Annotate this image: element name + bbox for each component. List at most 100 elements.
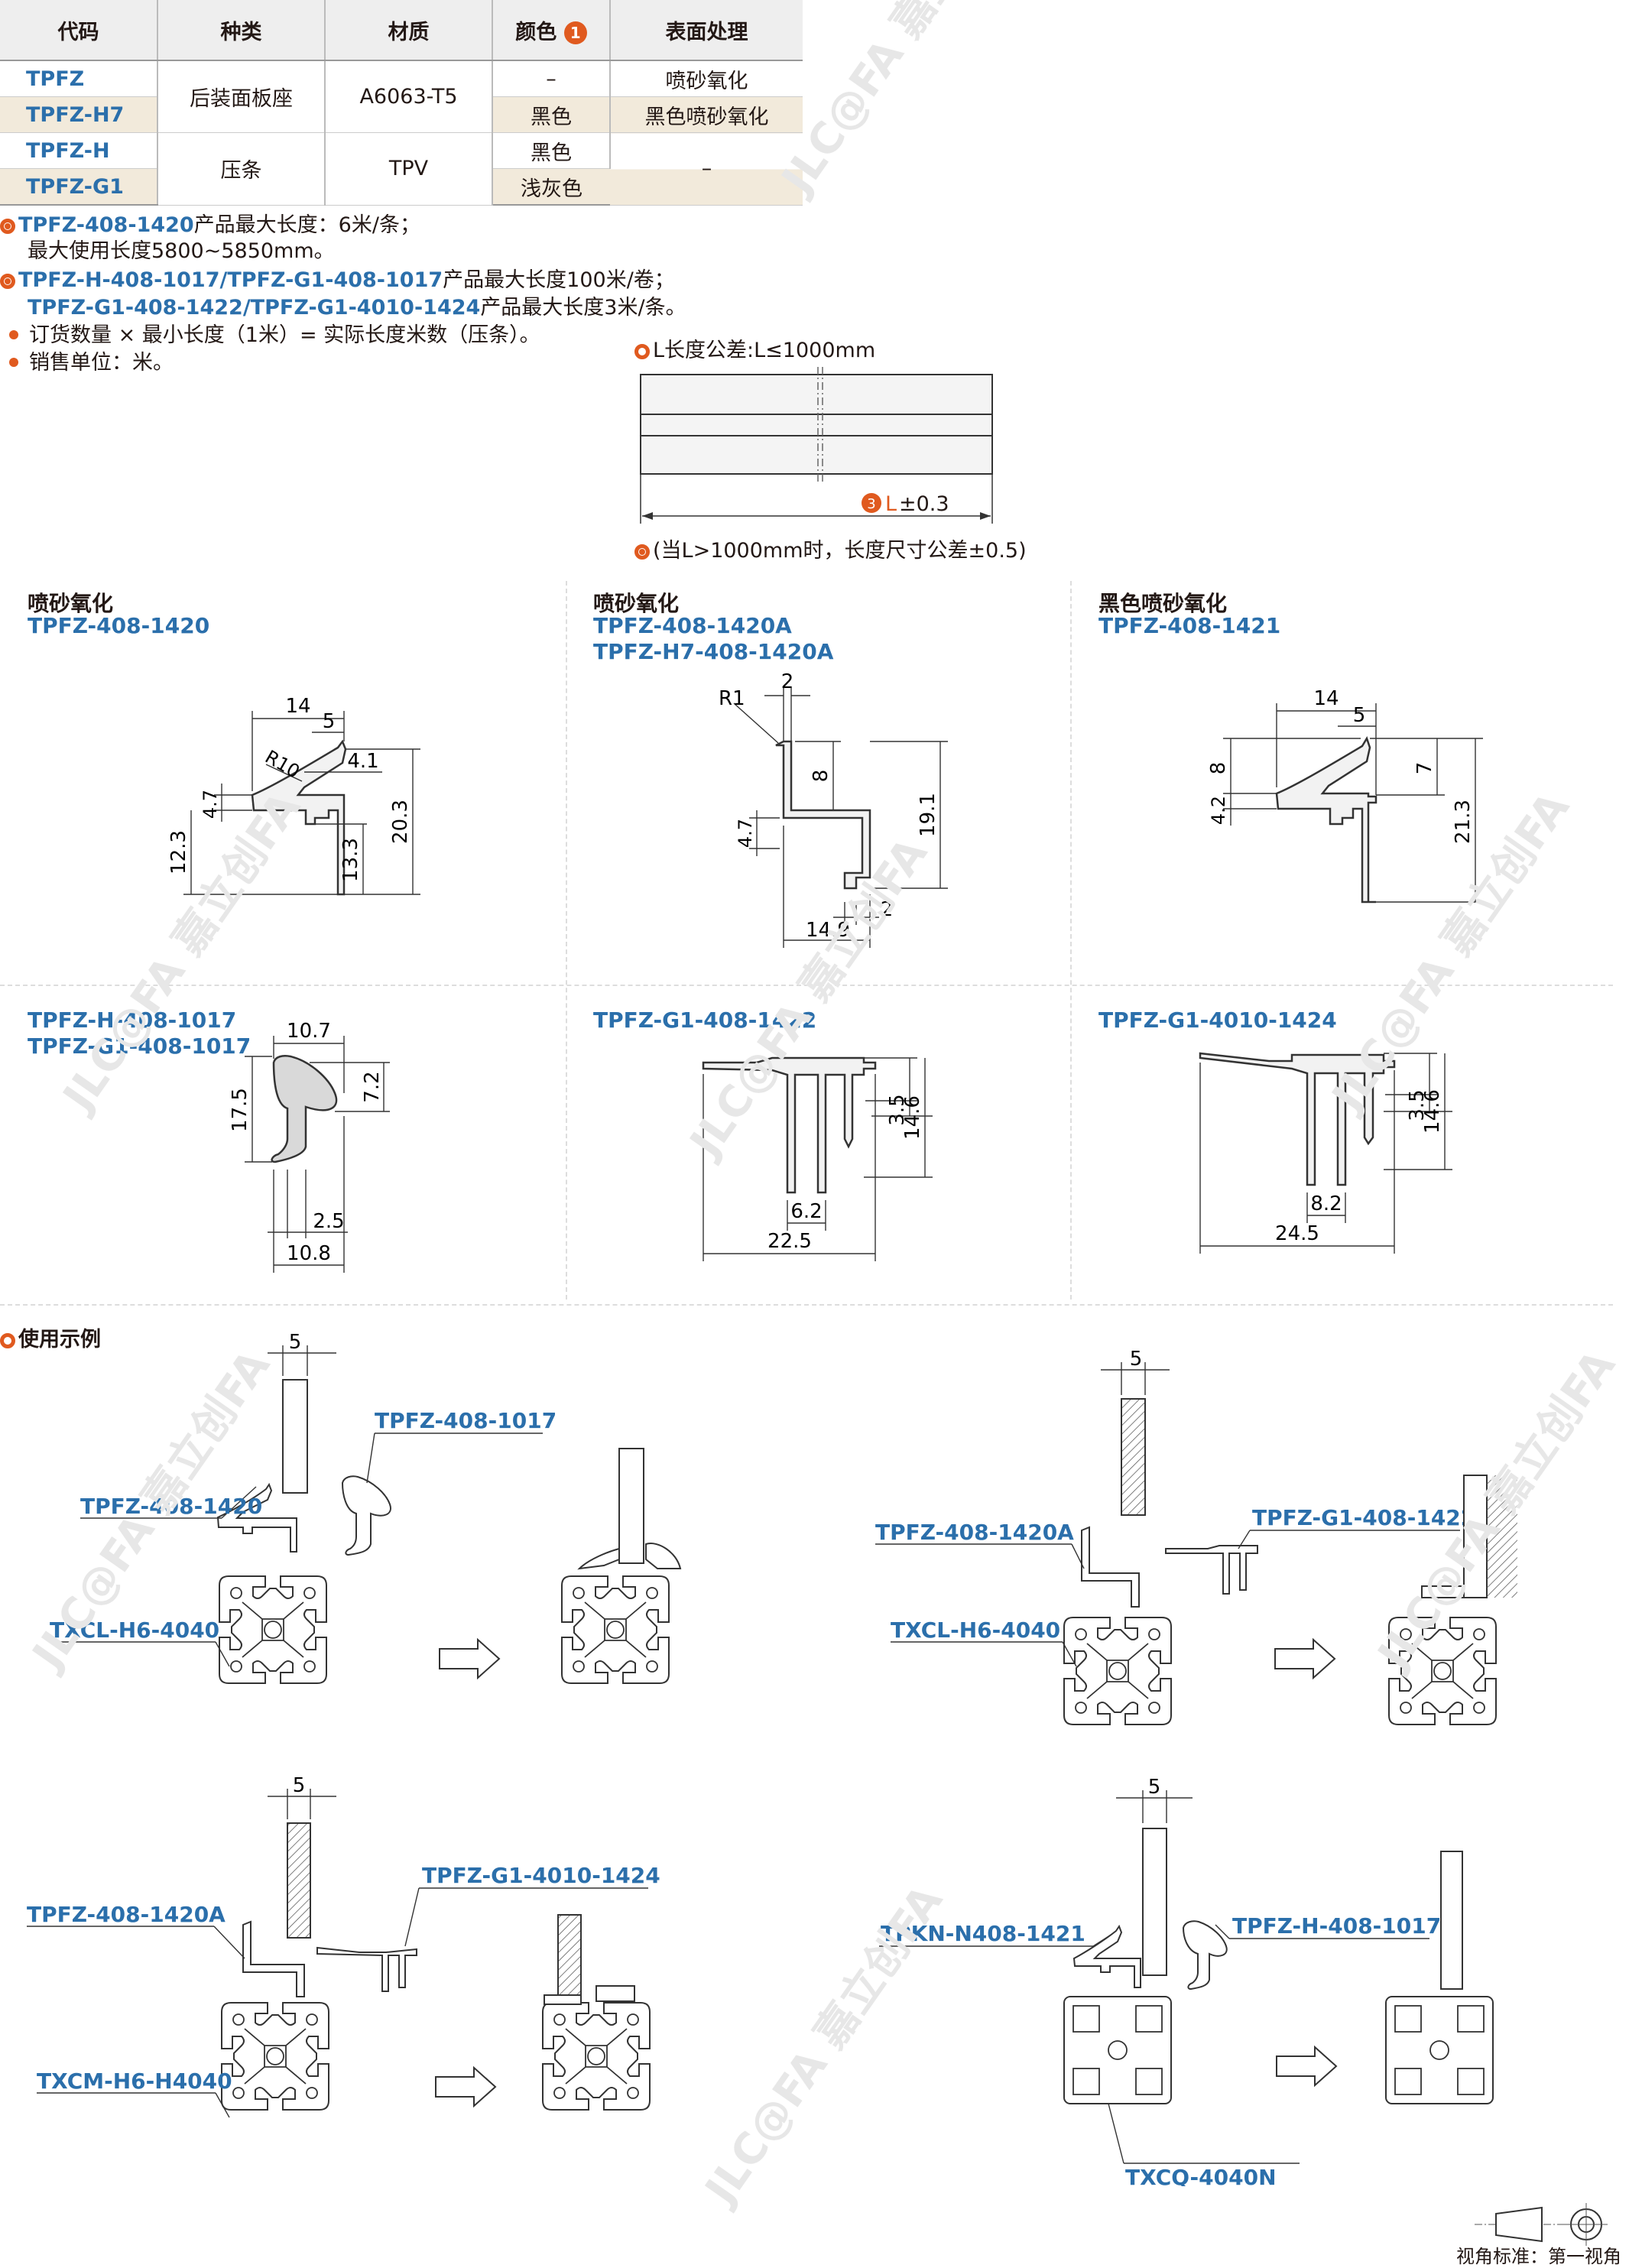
header-code: 代码 xyxy=(0,0,158,61)
dim: 5 xyxy=(293,1774,306,1797)
usage-example-4: 5 TPKN-N408-1421 TPFZ-H-408-1017 TXCQ-40… xyxy=(879,1776,1494,2186)
dim: 17.5 xyxy=(229,1088,251,1132)
dim: 4.2 xyxy=(1208,796,1229,825)
table-row: TPFZ 后装面板座 A6063-T5 – 喷砂氧化 xyxy=(0,60,803,133)
arrow-right-icon xyxy=(1274,1639,1335,1679)
length-title-text: L长度公差:L≤1000mm xyxy=(653,339,876,362)
label-extrusion: TXCQ-4040N xyxy=(1125,2165,1277,2186)
note-text: 销售单位：米。 xyxy=(29,351,174,375)
header-surface: 表面处理 xyxy=(610,0,803,61)
cell-code: TPFZ-G1 xyxy=(0,168,158,206)
bullet-icon xyxy=(9,330,18,339)
note-marker-icon xyxy=(0,273,15,289)
arrow-right-icon xyxy=(435,2067,496,2107)
label-extrusion: TXCL-H6-4040 xyxy=(891,1617,1060,1643)
note-5: 销售单位：米。 xyxy=(0,350,174,376)
dim: 5 xyxy=(323,710,336,733)
dim-l: L xyxy=(885,492,897,516)
divider xyxy=(1070,581,1072,1299)
cell-code: TPFZ-H xyxy=(0,132,158,169)
dim: 14.9 xyxy=(806,919,850,942)
dim: 14.6 xyxy=(901,1095,924,1140)
profile-5-code: TPFZ-G1-408-1422 xyxy=(593,1007,817,1033)
note-marker-icon xyxy=(634,543,650,560)
profile-1-finish: 喷砂氧化 xyxy=(28,591,114,616)
dim: 3.5 xyxy=(886,1094,909,1125)
length-diagram: 3 L ±0.3 xyxy=(640,367,993,524)
note-text: 产品最大长度100米/卷； xyxy=(443,268,675,292)
cell-color: 黑色 xyxy=(492,96,611,133)
label-part-b: TPFZ-H-408-1017 xyxy=(1232,1913,1441,1939)
note-1b: 最大使用长度5800~5850mm。 xyxy=(28,239,335,263)
profile-5-drawing: 3.5 14.6 6.2 22.5 xyxy=(702,1056,933,1261)
usage-title: 使用示例 xyxy=(0,1322,101,1352)
dim: 5 xyxy=(1148,1776,1161,1799)
table-row: TPFZ-G1 浅灰色 xyxy=(0,168,803,206)
spec-table: 代码 种类 材质 颜色 1 表面处理 TPFZ 后装面板座 A6063-T5 –… xyxy=(0,0,803,206)
dim: 10.8 xyxy=(287,1242,331,1265)
dim: R1 xyxy=(719,687,745,710)
cell-material: A6063-T5 xyxy=(325,60,493,133)
table-row: TPFZ-H7 黑色 黑色喷砂氧化 xyxy=(0,96,803,133)
note-badge-1: 1 xyxy=(563,21,587,44)
note-code: TPFZ-H-408-1017/TPFZ-G1-408-1017 xyxy=(18,268,443,292)
header-color-label: 颜色 xyxy=(515,20,557,44)
cell-code: TPFZ xyxy=(0,60,158,97)
watermark: JLC@FA 嘉立创FA xyxy=(772,0,1029,203)
dim: 2.5 xyxy=(313,1210,344,1233)
note-text: 产品最大长度：6米/条； xyxy=(193,213,420,237)
dim: 12.3 xyxy=(167,830,190,874)
length-title: L长度公差:L≤1000mm xyxy=(634,333,875,363)
header-color: 颜色 1 xyxy=(492,0,611,61)
profile-3-finish: 黑色喷砂氧化 xyxy=(1098,591,1228,616)
dim: 4.7 xyxy=(200,790,221,819)
table-row: TPFZ-H 压条 TPV 黑色 – xyxy=(0,132,803,206)
cell-color: – xyxy=(492,60,611,97)
note-text: 产品最大长度3米/条。 xyxy=(480,296,686,320)
badge-3-text: 3 xyxy=(867,496,875,512)
panel xyxy=(1121,1398,1146,1516)
note-2: TPFZ-H-408-1017/TPFZ-G1-408-1017产品最大长度10… xyxy=(0,268,675,294)
dim: 5 xyxy=(1353,704,1366,727)
usage-example-2: 5 TPFZ-408-1420A TPFZ-G1-408-1422 TXCL-H… xyxy=(875,1348,1517,1725)
profile-2-code: TPFZ-408-1420A xyxy=(593,613,792,638)
usage-title-text: 使用示例 xyxy=(18,1328,101,1351)
ring-icon xyxy=(634,343,650,359)
profile-2-code-b: TPFZ-H7-408-1420A xyxy=(593,639,834,664)
dim: 5 xyxy=(1130,1348,1143,1371)
first-angle-projection-icon xyxy=(1475,2203,1608,2246)
label-part-a: TPFZ-408-1420 xyxy=(80,1494,262,1519)
profile-4-code-b: TPFZ-G1-408-1017 xyxy=(28,1033,251,1059)
dim-tolerance: ±0.3 xyxy=(899,492,949,516)
dim: 8.2 xyxy=(1310,1192,1342,1215)
arrow-right-icon xyxy=(439,1639,500,1679)
dim: 4.7 xyxy=(735,819,756,848)
dim: 24.5 xyxy=(1275,1222,1319,1245)
dim: 20.3 xyxy=(389,800,412,844)
profile-3-drawing: 14 5 8 7 4.2 21.3 xyxy=(1207,687,1483,904)
dim: 5 xyxy=(289,1331,302,1354)
dim: 7.2 xyxy=(361,1071,384,1102)
dim: 2 xyxy=(781,673,794,693)
profile-4-code: TPFZ-H-408-1017 xyxy=(28,1007,237,1033)
label-part-b: TPFZ-G1-4010-1424 xyxy=(422,1863,660,1888)
table-header-row: 代码 种类 材质 颜色 1 表面处理 xyxy=(0,0,803,61)
note-code: TPFZ-408-1420 xyxy=(18,213,194,237)
profile-1-code: TPFZ-408-1420 xyxy=(28,613,210,638)
profile-4-drawing: 10.7 7.2 17.5 2.5 10.8 xyxy=(229,1020,390,1273)
profile-6-code: TPFZ-G1-4010-1424 xyxy=(1098,1007,1337,1033)
dim: 13.3 xyxy=(339,838,362,882)
length-footnote: (当L>1000mm时，长度尺寸公差±0.5) xyxy=(634,534,1027,563)
profile-6-drawing: 3.5 14.6 8.2 24.5 xyxy=(1199,1052,1452,1254)
label-part-a: TPKN-N408-1421 xyxy=(881,1921,1085,1946)
profile-1-drawing: 14 5 R10 4.1 4.7 12.3 13.3 20.3 xyxy=(167,695,420,896)
cell-color: 浅灰色 xyxy=(492,168,610,206)
label-part-a: TPFZ-408-1420A xyxy=(875,1520,1074,1545)
dim: 22.5 xyxy=(767,1230,812,1253)
dim: 14 xyxy=(285,695,310,718)
dim: 10.7 xyxy=(287,1020,331,1043)
divider xyxy=(566,581,567,1299)
header-type: 种类 xyxy=(157,0,326,61)
note-marker-icon xyxy=(0,218,15,234)
cell-surface: – xyxy=(610,132,803,206)
